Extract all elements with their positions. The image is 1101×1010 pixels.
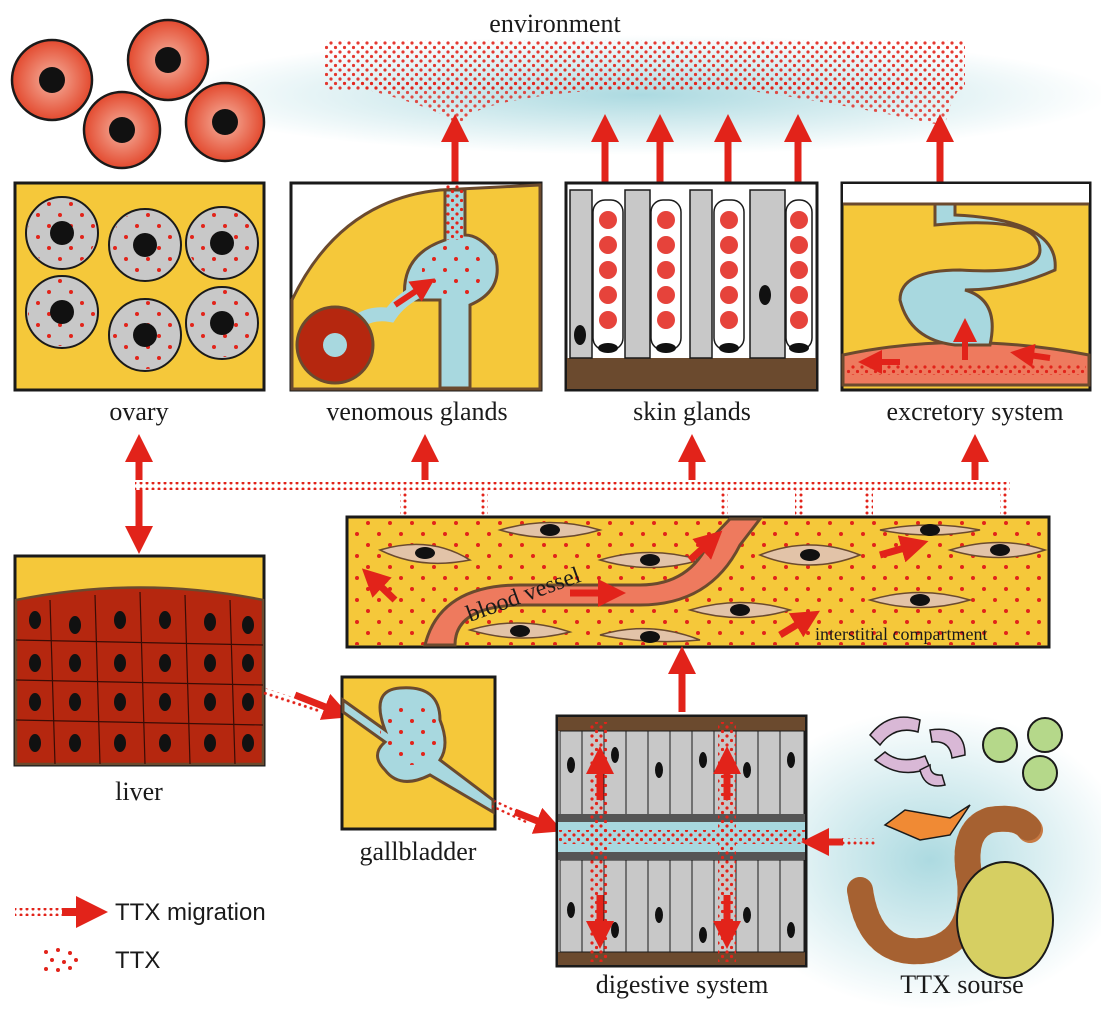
gallbladder-label: gallbladder [360,837,477,866]
legend-ttx-dots-icon [44,948,78,972]
excretory-system-label: excretory system [887,397,1064,426]
skin-glands-panel [564,181,819,392]
interstitial-compartment-label: interstitial compartment [815,624,987,644]
skin-glands-label: skin glands [633,397,751,426]
venomous-glands-panel [289,181,543,392]
digestive-system-panel [555,714,808,968]
venomous-glands-label: venomous glands [326,397,507,426]
legend-migration-line [15,908,70,916]
excretory-system-panel [840,181,1092,392]
liver-label: liver [115,777,163,806]
legend: TTX migration TTX [15,896,266,974]
ttx-source-label: TTX sourse [900,970,1023,999]
ovary-panel [13,181,266,392]
ttx-source-illustration [801,716,1063,979]
liver-panel [13,554,266,767]
interstitial-panel: blood vessel interstitial compartment [345,515,1051,649]
environment-label: environment [489,9,621,38]
gallbladder-panel [340,675,497,831]
ovary-label: ovary [109,397,168,426]
legend-migration-label: TTX migration [115,899,266,926]
arrows-to-environment [441,114,954,185]
digestive-system-label: digestive system [596,970,769,999]
legend-ttx-label: TTX [115,947,160,974]
eggs-illustration [10,18,266,170]
circulation-network [125,434,1010,554]
